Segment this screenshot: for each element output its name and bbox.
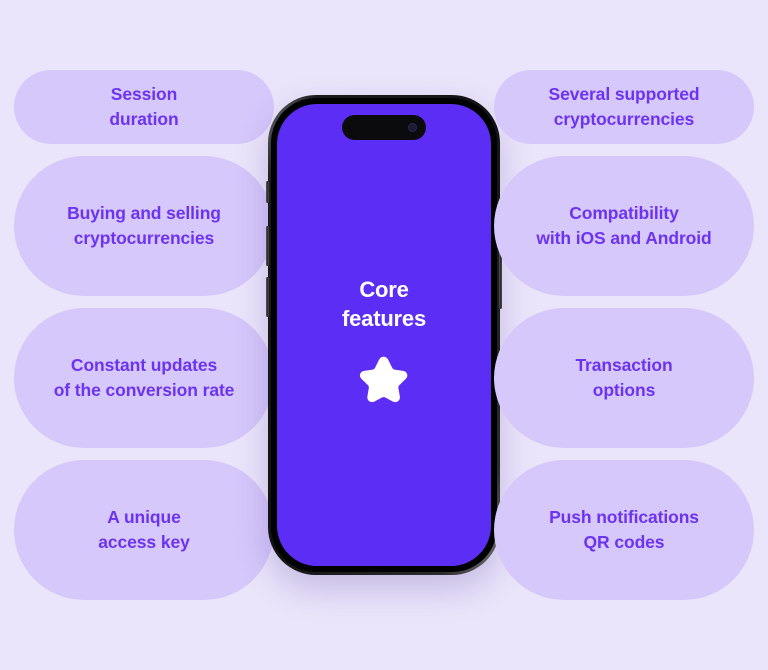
phone-screen: Core features	[277, 104, 491, 566]
feature-card-compatibility[interactable]: Compatibility with iOS and Android	[494, 156, 754, 296]
phone-frame: Core features	[266, 95, 502, 575]
volume-down-button[interactable]	[266, 277, 269, 317]
feature-card-label: Constant updates of the conversion rate	[53, 355, 235, 400]
phone-mockup: Core features	[266, 95, 502, 575]
phone-bezel: Core features	[271, 98, 497, 572]
feature-card-label: Transaction options	[575, 355, 673, 400]
power-button[interactable]	[499, 247, 502, 309]
feature-card-supported-cryptocurrencies[interactable]: Several supported cryptocurrencies	[494, 70, 754, 144]
left-feature-column: Session duration Buying and selling cryp…	[14, 0, 274, 670]
feature-card-label: A unique access key	[98, 507, 190, 552]
feature-card-session-duration[interactable]: Session duration	[14, 70, 274, 144]
feature-card-transaction-options[interactable]: Transaction options	[494, 308, 754, 448]
feature-card-label: Push notifications QR codes	[549, 507, 699, 552]
screen-content: Core features	[342, 275, 426, 403]
feature-card-label: Buying and selling cryptocurrencies	[67, 203, 221, 248]
volume-up-button[interactable]	[266, 226, 269, 266]
feature-card-access-key[interactable]: A unique access key	[14, 460, 274, 600]
feature-card-constant-updates[interactable]: Constant updates of the conversion rate	[14, 308, 274, 448]
feature-card-label: Session duration	[109, 84, 179, 129]
feature-card-label: Several supported cryptocurrencies	[548, 84, 700, 129]
mute-switch-button[interactable]	[266, 181, 269, 203]
right-feature-column: Several supported cryptocurrencies Compa…	[494, 0, 754, 670]
feature-card-push-notifications[interactable]: Push notifications QR codes	[494, 460, 754, 600]
star-icon	[359, 356, 408, 403]
dynamic-island	[342, 115, 426, 140]
feature-card-buying-selling[interactable]: Buying and selling cryptocurrencies	[14, 156, 274, 296]
feature-card-label: Compatibility with iOS and Android	[536, 203, 712, 248]
screen-title: Core features	[342, 276, 426, 331]
front-camera-icon	[408, 123, 417, 132]
